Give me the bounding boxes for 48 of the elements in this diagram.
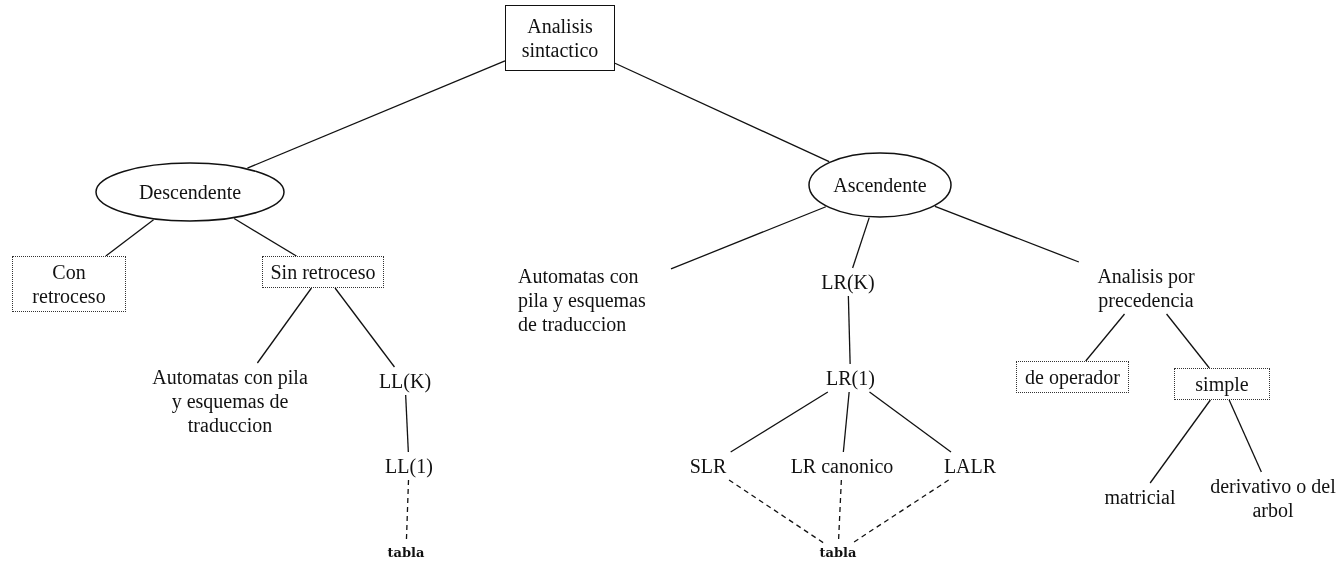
node-text: Ascendente bbox=[833, 173, 927, 197]
connector-line bbox=[730, 391, 829, 453]
node-label: LALR bbox=[942, 454, 998, 478]
node-text: de operador bbox=[1024, 365, 1121, 389]
connector-line bbox=[614, 62, 830, 163]
ellipse-node bbox=[95, 162, 285, 222]
connector-line bbox=[670, 206, 827, 270]
node-label: LL(1) bbox=[384, 454, 434, 478]
node-text: simple bbox=[1194, 372, 1250, 396]
connector-line bbox=[334, 287, 396, 368]
connector-line bbox=[1165, 313, 1210, 369]
node-label: LL(K) bbox=[377, 369, 433, 393]
connector-line bbox=[246, 60, 506, 169]
node-label: derivativo o del arbol bbox=[1210, 474, 1336, 522]
connector-line bbox=[847, 295, 851, 365]
node-text: Descendente bbox=[138, 180, 242, 204]
root-box bbox=[505, 5, 615, 71]
ellipse-node bbox=[808, 152, 952, 218]
connector-line bbox=[1085, 313, 1126, 362]
node-label: LR(K) bbox=[820, 270, 876, 294]
node-text: Con retroceso bbox=[31, 260, 107, 308]
connector-line bbox=[1149, 399, 1212, 484]
connector-line bbox=[851, 217, 870, 269]
node-label: tabla bbox=[386, 545, 426, 560]
connector-line bbox=[105, 219, 155, 257]
dotted-box bbox=[12, 256, 126, 312]
dotted-box bbox=[1174, 368, 1270, 400]
node-label: matricial bbox=[1103, 485, 1177, 509]
node-label: tabla bbox=[818, 545, 858, 560]
dashed-connector bbox=[728, 479, 825, 544]
dotted-box bbox=[1016, 361, 1129, 393]
connector-line bbox=[842, 391, 850, 453]
connector-line bbox=[233, 217, 298, 257]
connector-line bbox=[256, 287, 313, 364]
node-label: Analisis por precedencia bbox=[1096, 264, 1196, 312]
dashed-connector bbox=[851, 479, 950, 544]
node-label: SLR bbox=[688, 454, 728, 478]
node-text: Sin retroceso bbox=[269, 260, 377, 284]
node-label: Automatas con pila y esquemas de traduccion bbox=[152, 365, 308, 437]
node-label: LR canonico bbox=[789, 454, 895, 478]
connector-line bbox=[1228, 399, 1262, 473]
connector-line bbox=[934, 205, 1080, 263]
node-label: Automatas con pila y esquemas de traduccion bbox=[518, 264, 647, 336]
node-label: LR(1) bbox=[825, 366, 876, 390]
connector-line bbox=[405, 394, 409, 453]
node-text: Analisis sintactico bbox=[520, 14, 600, 62]
connector-line bbox=[868, 391, 952, 453]
dotted-box bbox=[262, 256, 384, 288]
